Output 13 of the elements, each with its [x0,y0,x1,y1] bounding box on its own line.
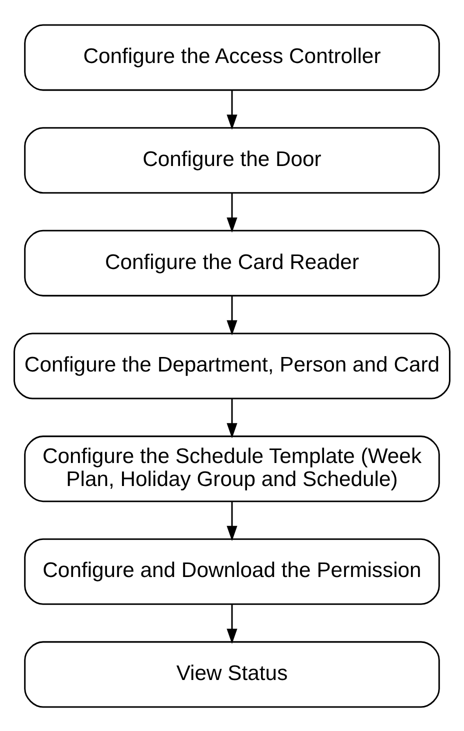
node-box: Configure the Card Reader [24,229,440,296]
node-box: Configure the Door [24,126,440,194]
arrow [226,295,238,335]
node-box: Configure the Access Controller [24,24,440,90]
arrow [226,90,238,130]
arrow [226,500,238,541]
node-box: View Status [24,640,440,708]
arrow [226,604,238,644]
arrow [226,192,238,232]
node-box: Configure the Department, Person and Card [14,332,450,399]
node-box: Configure and Download the Permission [24,538,440,604]
arrow [226,398,238,438]
node-box: Configure the Schedule Template (Week Plan, Holiday Group and Schedule) [24,435,440,502]
